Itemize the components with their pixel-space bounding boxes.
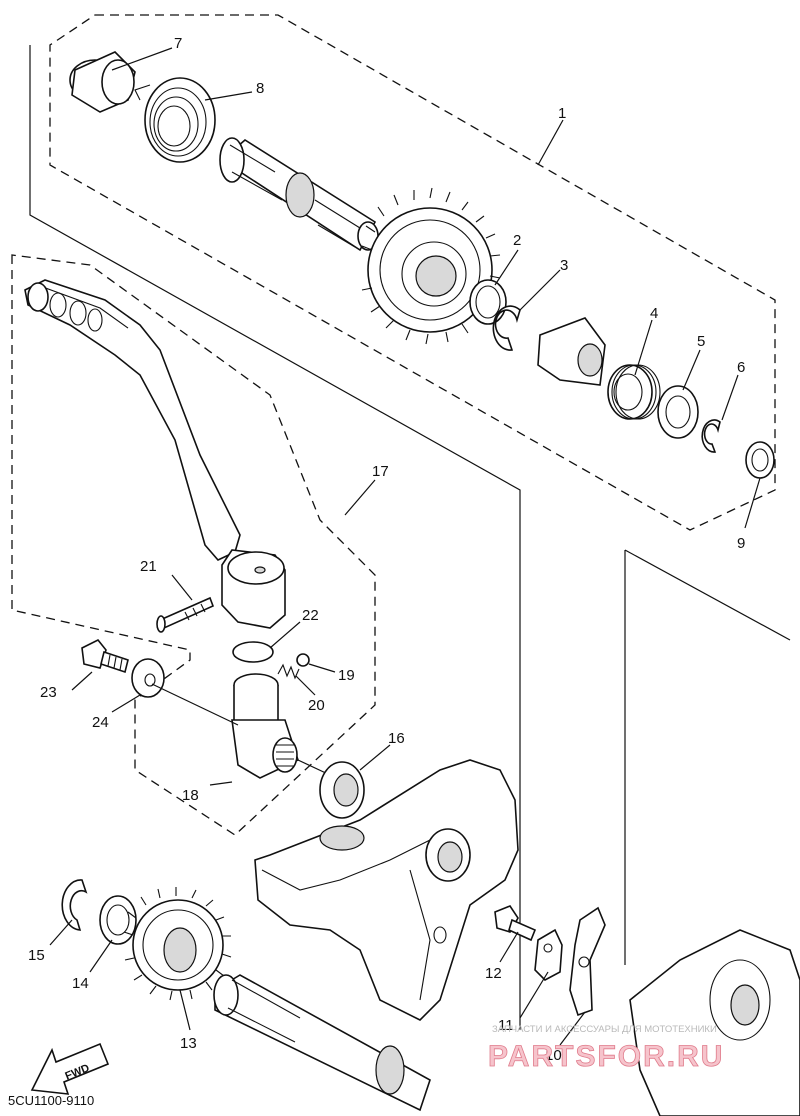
part-main-shaft bbox=[213, 974, 431, 1112]
assembly-outline-1 bbox=[49, 14, 776, 531]
part-ball-19 bbox=[296, 653, 310, 667]
part-oil-seal-16 bbox=[319, 761, 365, 819]
callout-16: 16 bbox=[388, 730, 405, 747]
callout-labels: 1 2 3 4 5 6 7 8 9 10 11 12 13 14 15 16 1… bbox=[28, 35, 745, 1064]
callout-13: 13 bbox=[180, 1035, 197, 1052]
part-bolt-21 bbox=[156, 596, 215, 633]
part-idler-gear-13 bbox=[123, 887, 232, 1001]
part-circlip-6 bbox=[701, 419, 721, 453]
watermark: ЗАПЧАСТИ И АКСЕССУАРЫ ДЛЯ МОТОТЕХНИКИ PA… bbox=[488, 1024, 724, 1073]
callout-21: 21 bbox=[140, 558, 157, 575]
callout-15: 15 bbox=[28, 947, 45, 964]
callout-12: 12 bbox=[485, 965, 502, 982]
part-crank-boss bbox=[221, 549, 286, 629]
part-ratchet bbox=[537, 317, 606, 386]
part-o-ring-22 bbox=[232, 641, 274, 663]
part-kick-boss-18 bbox=[151, 673, 331, 779]
part-circlip-3 bbox=[492, 305, 521, 351]
frame-lines bbox=[29, 45, 791, 1030]
callout-11: 11 bbox=[498, 1017, 514, 1034]
part-case-cover bbox=[629, 929, 800, 1116]
callout-6: 6 bbox=[737, 359, 745, 376]
watermark-brand: PARTSFOR.RU bbox=[488, 1040, 724, 1073]
part-kick-axle bbox=[219, 137, 379, 252]
part-washer-2 bbox=[469, 279, 507, 325]
part-bolt-23 bbox=[81, 638, 129, 674]
callout-18: 18 bbox=[182, 787, 199, 804]
part-spring-20 bbox=[277, 663, 300, 680]
callout-22: 22 bbox=[302, 607, 319, 624]
callout-1: 1 bbox=[558, 105, 566, 122]
part-washer-9 bbox=[745, 441, 775, 479]
part-crankcase bbox=[254, 759, 519, 1021]
part-spring-4 bbox=[607, 364, 661, 420]
part-guide-10 bbox=[569, 906, 606, 1017]
callout-10: 10 bbox=[545, 1047, 562, 1064]
leader-lines bbox=[49, 47, 761, 1046]
callout-8: 8 bbox=[256, 80, 264, 97]
callout-23: 23 bbox=[40, 684, 57, 701]
callout-7: 7 bbox=[174, 35, 182, 52]
part-torsion-spring-8 bbox=[134, 77, 216, 163]
callout-17: 17 bbox=[372, 463, 389, 480]
diagram-code: 5CU1100-9110 bbox=[8, 1093, 94, 1108]
part-washer-24 bbox=[131, 658, 165, 698]
callout-2: 2 bbox=[513, 232, 521, 249]
callout-20: 20 bbox=[308, 697, 325, 714]
callout-5: 5 bbox=[697, 333, 705, 350]
part-kick-gear bbox=[361, 187, 501, 345]
callout-3: 3 bbox=[560, 257, 568, 274]
callout-14: 14 bbox=[72, 975, 89, 992]
part-kick-crank-17 bbox=[24, 279, 241, 561]
fwd-arrow-icon: FWD bbox=[30, 1042, 110, 1095]
callout-19: 19 bbox=[338, 667, 355, 684]
part-washer-5 bbox=[657, 385, 699, 439]
assembly-outlines bbox=[11, 14, 776, 836]
assembly-outline-17 bbox=[11, 254, 376, 836]
part-collar-7 bbox=[69, 51, 136, 113]
part-bolt-12 bbox=[494, 905, 537, 942]
callout-4: 4 bbox=[650, 305, 658, 322]
callout-24: 24 bbox=[92, 714, 109, 731]
part-plate-11 bbox=[534, 928, 563, 981]
part-circlip-15 bbox=[61, 879, 88, 931]
watermark-caption: ЗАПЧАСТИ И АКСЕССУАРЫ ДЛЯ МОТОТЕХНИКИ bbox=[492, 1024, 717, 1035]
callout-9: 9 bbox=[737, 535, 745, 552]
part-washer-14 bbox=[99, 895, 137, 945]
